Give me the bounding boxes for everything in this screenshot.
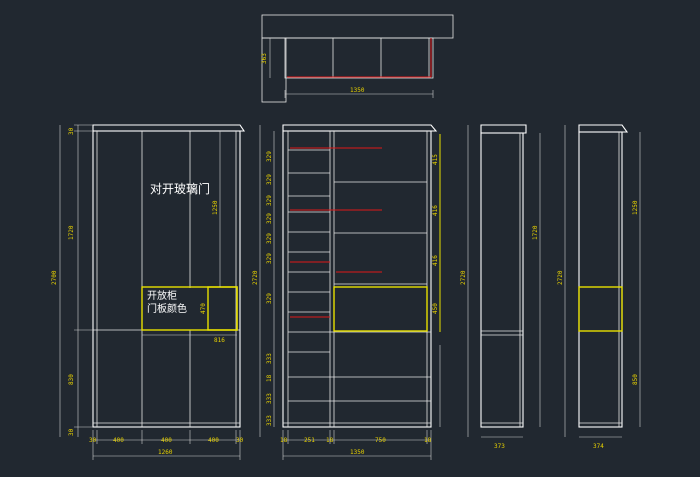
side2-upper-dim: 1250 — [632, 200, 639, 215]
top-view-depth-dim: 363 — [261, 53, 268, 64]
left-dim-0: 329 — [266, 151, 273, 162]
front-total-height-dim: 2700 — [51, 270, 58, 285]
door-color-label: 门板颜色 — [147, 302, 187, 315]
front-w-0: 30 — [89, 437, 97, 444]
front-w-1: 400 — [113, 437, 124, 444]
front-w-2: 400 — [161, 437, 172, 444]
front-base-dim: 30 — [68, 428, 75, 436]
left-dim-8: 18 — [266, 374, 273, 382]
interior-view: 415 416 416 450 329 329 329 329 329 329 … — [252, 124, 441, 460]
left-dim-10: 333 — [266, 415, 273, 426]
left-dim-4: 329 — [266, 233, 273, 244]
left-dim-2: 329 — [266, 195, 273, 206]
left-dim-9: 333 — [266, 393, 273, 404]
front-upper-dim: 1720 — [68, 225, 75, 240]
right-dim-1: 416 — [432, 205, 439, 216]
interior-total-height-dim: 2720 — [252, 270, 259, 285]
side2-height-dim: 2720 — [557, 270, 564, 285]
left-dim-1: 329 — [266, 174, 273, 185]
front-view-frame — [92, 130, 241, 428]
interior-w-3: 750 — [375, 437, 386, 444]
interior-open-cabinet-highlight — [333, 286, 428, 332]
interior-w-0: 18 — [280, 437, 288, 444]
interior-w-2: 18 — [326, 437, 334, 444]
interior-total-width-dim: 1350 — [350, 449, 365, 456]
side1-height-dim: 2720 — [460, 270, 467, 285]
side-view-1-frame — [480, 132, 524, 428]
front-top-trim-dim: 30 — [68, 127, 75, 135]
top-view-countertop — [261, 14, 454, 39]
left-dim-6: 329 — [266, 293, 273, 304]
side2-width-dim: 374 — [593, 443, 604, 450]
top-view-cabinet — [284, 37, 434, 79]
side-view-1: 2720 1720 373 — [460, 124, 541, 450]
right-dim-2: 416 — [432, 255, 439, 266]
interior-w-4: 18 — [424, 437, 432, 444]
red-shelf-markers — [290, 147, 382, 318]
left-dim-7: 333 — [266, 353, 273, 364]
opening-width-dim: 816 — [214, 337, 225, 344]
top-view-width-dim: 1350 — [350, 87, 365, 94]
side2-lower-dim: 850 — [632, 374, 639, 385]
glass-doors-label: 对开玻璃门 — [150, 181, 210, 196]
top-view: 1350 363 — [261, 14, 454, 103]
open-cabinet-label: 开放柜 — [147, 289, 177, 302]
front-total-width-dim: 1260 — [158, 449, 173, 456]
left-dim-5: 329 — [266, 253, 273, 264]
side2-open-cabinet-highlight — [578, 286, 623, 332]
front-view: 对开玻璃门 开放柜 门板颜色 30 1720 830 30 2700 1250 … — [51, 124, 246, 460]
side-view-2-frame — [578, 131, 623, 428]
interior-w-1: 251 — [304, 437, 315, 444]
interior-view-frame — [282, 130, 432, 428]
right-column-shelves — [334, 181, 427, 285]
left-dim-3: 329 — [266, 213, 273, 224]
side-view-2: 2720 1250 850 374 — [557, 124, 641, 450]
front-lower-dim: 830 — [68, 374, 75, 385]
left-column-shelves — [288, 149, 431, 402]
right-dim-0: 415 — [432, 154, 439, 165]
side1-upper-dim: 1720 — [532, 225, 539, 240]
front-w-3: 400 — [208, 437, 219, 444]
side1-width-dim: 373 — [494, 443, 505, 450]
top-view-side-block — [261, 37, 287, 103]
front-door-dim: 1250 — [212, 200, 219, 215]
opening-height-dim: 470 — [200, 303, 207, 314]
right-dim-3: 450 — [432, 303, 439, 314]
front-w-4: 30 — [236, 437, 244, 444]
